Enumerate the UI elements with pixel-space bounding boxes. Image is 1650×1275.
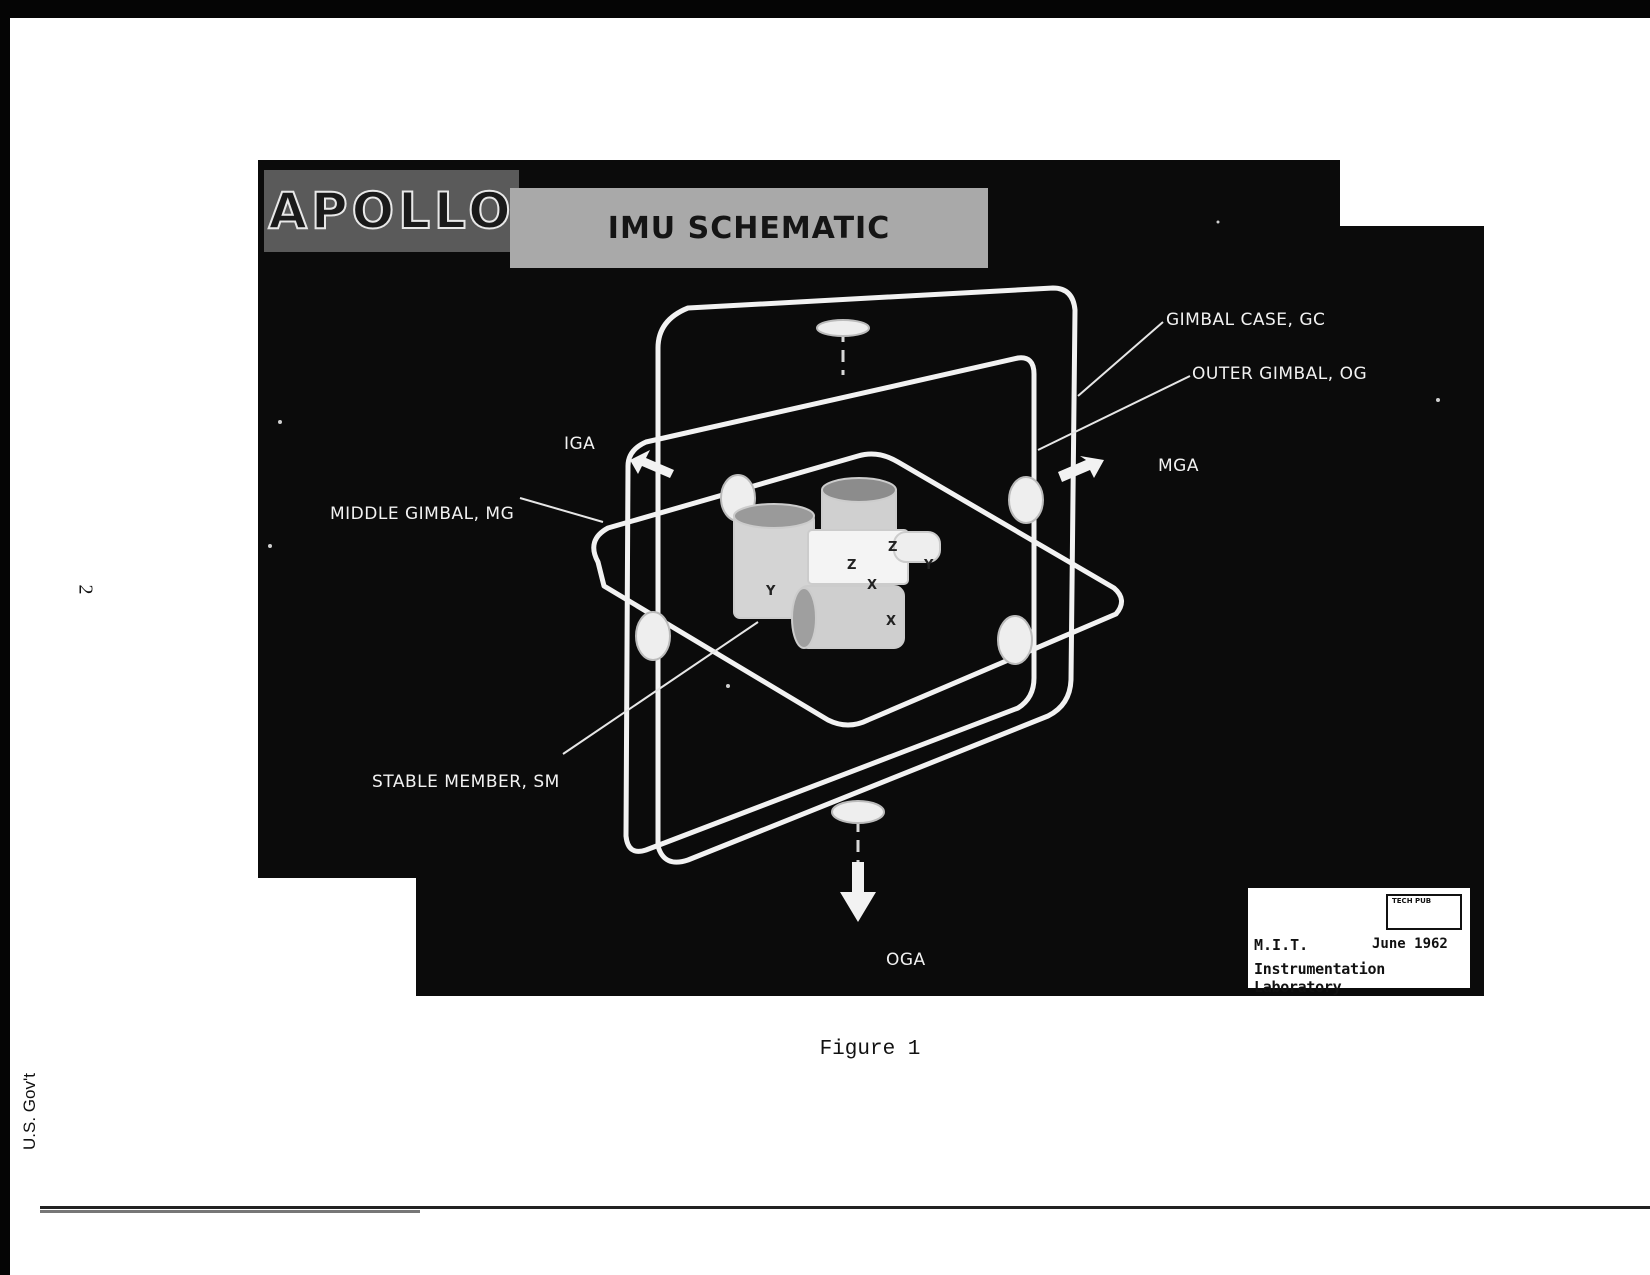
figure-caption: Figure 1 (819, 1038, 921, 1061)
outer-gimbal-leader (1037, 375, 1191, 451)
gimbal-case-label: GIMBAL CASE, GC (1166, 310, 1326, 330)
slide-title-tab: IMU SCHEMATIC (510, 188, 988, 268)
gimbal-case-frame (655, 285, 1078, 865)
page-number: 2 (74, 584, 97, 595)
apollo-brand-text: APOLLO (267, 181, 515, 241)
middle-gimbal-frame (591, 451, 1124, 728)
gimbal-case-leader (1077, 321, 1164, 397)
lower-right-bearing-disc (997, 615, 1033, 665)
mit-lab-name: Instrumentation Laboratory (1254, 960, 1385, 996)
apollo-brand-tab: APOLLO (264, 170, 519, 252)
government-stamp: U.S. Gov't (20, 1073, 39, 1150)
accelerometer-block (807, 529, 909, 585)
left-scan-border (0, 0, 10, 1275)
gyro-y-axis-letter: Y (766, 584, 776, 599)
bottom-bearing-disc (831, 800, 885, 824)
lower-left-bearing-disc (635, 611, 671, 661)
outer-gimbal-frame (623, 355, 1037, 854)
z-axis-letter-left: Z (847, 558, 857, 573)
mit-name: M.I.T. (1254, 936, 1309, 954)
oga-arrow-icon (840, 862, 876, 922)
oga-label: OGA (886, 950, 926, 970)
y-axis-letter-right: Y (924, 558, 934, 573)
tech-pub-logo: TECH PUB (1386, 894, 1462, 930)
stable-member-leader (562, 621, 759, 755)
mit-date: June 1962 (1372, 936, 1448, 952)
mit-credit-box: TECH PUB M.I.T. June 1962 Instrumentatio… (1248, 888, 1470, 996)
middle-gimbal-label: MIDDLE GIMBAL, MG (330, 504, 515, 524)
x-axis-letter-bottom: X (886, 614, 897, 629)
imu-schematic-slide: APOLLO IMU SCHEMATIC GIMBAL CASE, GC OUT… (258, 160, 1484, 996)
outer-gimbal-label: OUTER GIMBAL, OG (1192, 364, 1368, 384)
bottom-rule-shadow (40, 1210, 420, 1213)
mga-right-bearing-disc (1008, 476, 1044, 524)
bottom-rule (40, 1206, 1650, 1209)
x-axis-letter-mid: X (867, 578, 878, 593)
iga-arrow-icon (630, 450, 674, 478)
slide-title: IMU SCHEMATIC (607, 210, 891, 246)
iga-label: IGA (564, 434, 596, 454)
middle-gimbal-leader (519, 497, 604, 523)
stable-member-label: STABLE MEMBER, SM (372, 772, 560, 792)
mga-label: MGA (1158, 456, 1199, 476)
top-scan-border (0, 0, 1650, 18)
accelerometer-y-arm (893, 531, 941, 563)
z-axis-letter-top: Z (888, 540, 898, 555)
mga-arrow-icon (1058, 456, 1104, 482)
top-right-cutout (1340, 160, 1484, 226)
bottom-left-cutout (258, 878, 416, 996)
top-bearing-disc (816, 319, 870, 337)
gimbal-diagram (268, 220, 1440, 922)
tech-pub-logo-text: TECH PUB (1392, 897, 1432, 905)
